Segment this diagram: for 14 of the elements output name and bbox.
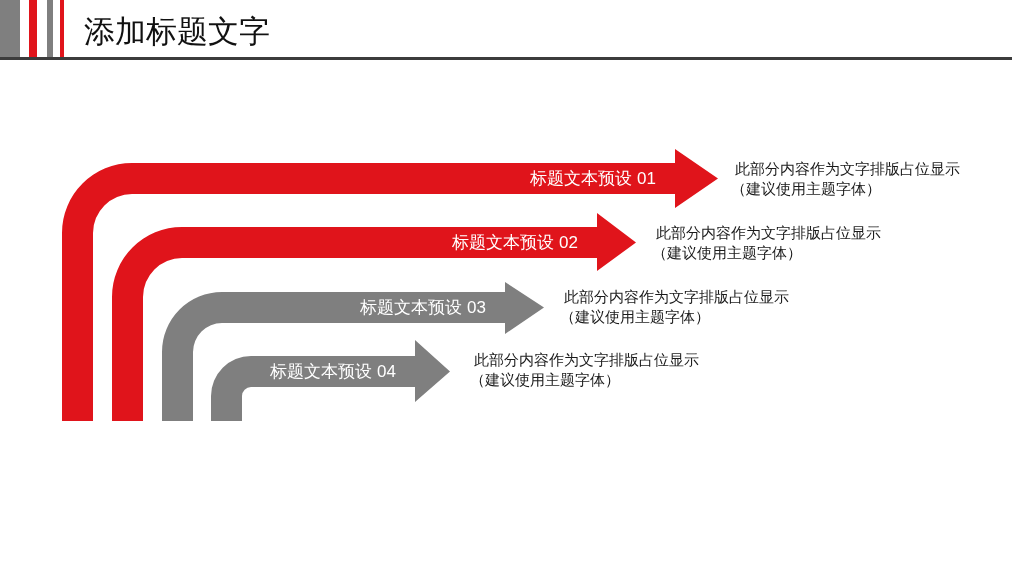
banner-label: 标题文本预设 01 [530,167,656,190]
description-text: （建议使用主题字体） [470,371,620,390]
title-text: 添加标题文字 [84,13,270,51]
description-text: （建议使用主题字体） [652,244,802,263]
banner-label: 标题文本预设 03 [360,296,486,319]
description-text: 此部分内容作为文字排版占位显示 [656,224,881,243]
bent-banner [211,340,450,421]
banner-label: 标题文本预设 02 [452,231,578,254]
description-text: 此部分内容作为文字排版占位显示 [735,160,960,179]
description-text: （建议使用主题字体） [731,180,881,199]
description-text: 此部分内容作为文字排版占位显示 [474,351,699,370]
banner-label: 标题文本预设 04 [270,360,396,383]
description-text: （建议使用主题字体） [560,308,710,327]
description-text: 此部分内容作为文字排版占位显示 [564,288,789,307]
